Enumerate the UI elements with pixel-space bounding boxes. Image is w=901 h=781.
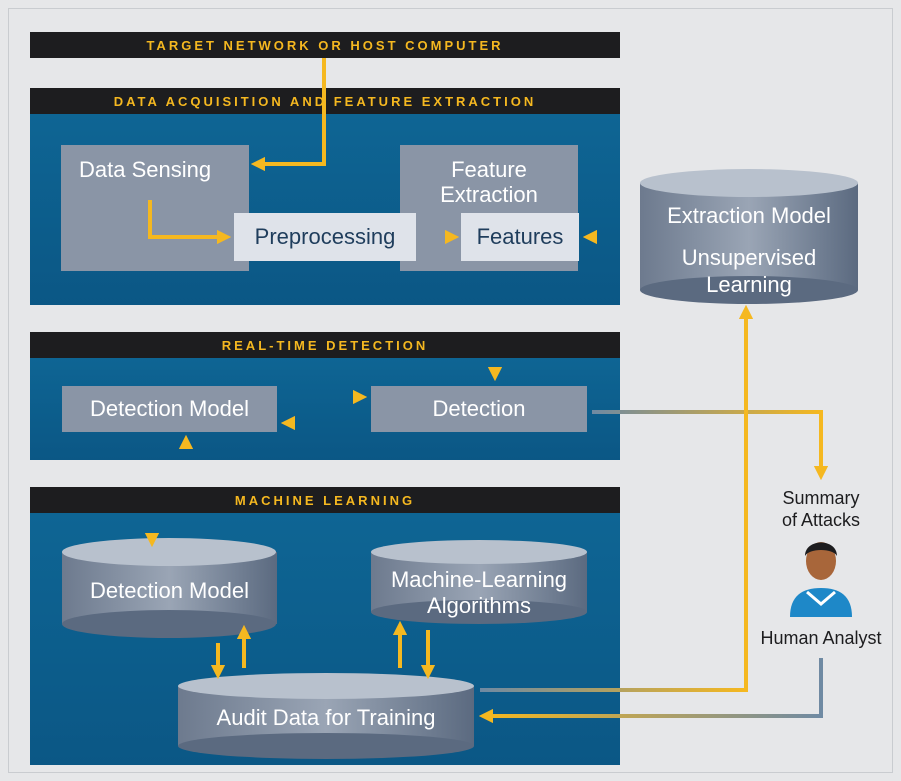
detection-label: Detection [432,396,526,422]
features-label: Features [476,224,564,250]
arrow-sensing-to-preprocessing [148,200,232,245]
data-sensing-label: Data Sensing [79,157,212,182]
arrow-target-to-sensing [250,58,326,172]
human-analyst-label: Human Analyst [760,628,882,648]
ml-detection-model-label: Detection Model [90,578,249,603]
features-box: Features [461,213,579,261]
ml-algorithms-cylinder [371,540,587,624]
extraction-model-line1: Unsupervised [681,245,817,270]
arrow-audit-to-extraction [480,304,754,692]
extraction-model-title: Extraction Model [667,203,831,228]
bar-real-time-detection: REAL-TIME DETECTION [30,332,620,358]
detection-box: Detection [371,386,587,432]
preprocessing-box: Preprocessing [234,213,416,261]
data-sensing-box: Data Sensing [61,145,249,271]
ml-algorithms-label-line2: Algorithms [427,593,531,618]
audit-data-cylinder [178,673,474,759]
human-analyst-icon [790,542,852,617]
ml-detection-model-cylinder [62,538,277,638]
audit-data-label: Audit Data for Training [216,705,436,730]
ml-algorithms-label-line1: Machine-Learning [390,567,568,592]
detection-model-box: Detection Model [62,386,277,432]
detection-model-label: Detection Model [90,396,249,422]
connector-arrows [144,58,829,724]
extraction-model-cylinder [640,169,858,304]
feature-extraction-label-line1: Feature [451,157,527,182]
preprocessing-label: Preprocessing [254,224,396,250]
summary-of-attacks-line1: Summary [782,488,860,508]
arrow-detection-to-summary [592,410,829,481]
feature-extraction-label-line2: Extraction [440,182,538,208]
summary-of-attacks-line2: of Attacks [781,510,861,530]
bar-machine-learning: MACHINE LEARNING [30,487,620,513]
arrow-analyst-to-audit [478,658,823,724]
bar-target-network: TARGET NETWORK OR HOST COMPUTER [30,32,620,58]
extraction-model-line2: Learning [706,272,792,297]
